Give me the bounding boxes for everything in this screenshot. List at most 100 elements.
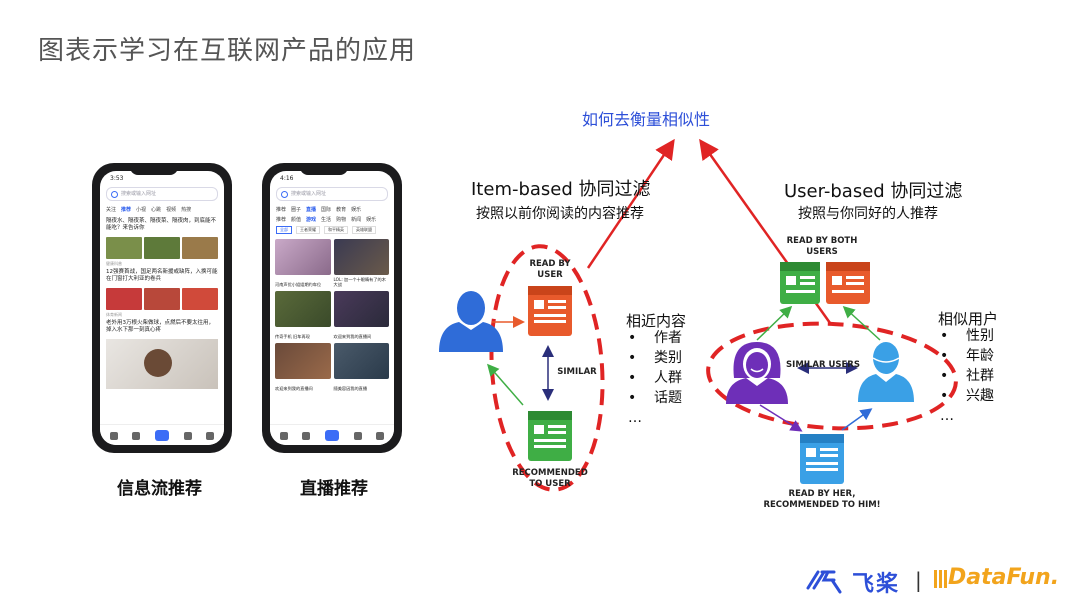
search-input[interactable]: 搜索或输入网址 bbox=[106, 187, 218, 201]
tab-item[interactable]: 娱乐 bbox=[351, 207, 362, 213]
phone-notch bbox=[130, 163, 178, 175]
item-based-subheading: 按照以前你阅读的内容推荐 bbox=[476, 206, 644, 222]
subtab-item[interactable]: 推荐 bbox=[276, 217, 287, 223]
live-card[interactable]: 欢迎来到我的直播间 bbox=[333, 291, 389, 339]
subtab-item[interactable]: 新闻 bbox=[351, 217, 362, 223]
live-grid: 河南声优小姐姐期约车位 LOL: 加一个十眼睛有了的木大战 传奇手机 旧车再现 … bbox=[270, 237, 394, 391]
news-image bbox=[182, 236, 218, 259]
datafun-logo-text: DataFun. bbox=[948, 565, 1060, 590]
doc-recommended-icon bbox=[528, 411, 572, 461]
logo-separator: | bbox=[915, 568, 922, 592]
subtab-item-active[interactable]: 游戏 bbox=[306, 217, 317, 223]
label-read-by-user: READ BY USER bbox=[529, 259, 571, 281]
news-image bbox=[106, 236, 142, 259]
news-meta: 健康科普 bbox=[106, 260, 122, 266]
mic-icon[interactable] bbox=[155, 430, 169, 441]
profile-icon[interactable] bbox=[376, 432, 384, 440]
filter-chip[interactable]: 和平精英 bbox=[324, 226, 348, 234]
center-question: 如何去衡量相似性 bbox=[582, 110, 711, 129]
search-input[interactable]: 搜索或输入网址 bbox=[276, 187, 388, 201]
news-item[interactable]: 隔夜水、隔夜茶、隔夜菜、隔夜肉，到底能不能吃？来告诉你 bbox=[106, 218, 217, 232]
tab-item[interactable]: 视频 bbox=[166, 207, 177, 213]
live-card-title: 随美容因我的直播 bbox=[333, 385, 368, 391]
live-card[interactable]: 传奇手机 旧车再现 bbox=[275, 291, 331, 339]
label-read-by-both: READ BY BOTH USERS bbox=[786, 236, 858, 258]
label-similar: SIMILAR bbox=[557, 367, 597, 377]
home-icon[interactable] bbox=[280, 432, 288, 440]
user-based-heading: User-based 协同过滤 bbox=[784, 181, 963, 202]
tab-item[interactable]: 教育 bbox=[336, 207, 347, 213]
item-list-title: 相近内容 bbox=[626, 312, 687, 330]
live-card-title: 传奇手机 旧车再现 bbox=[275, 333, 310, 339]
phone-caption-live: 直播推荐 bbox=[300, 479, 368, 499]
news-images bbox=[100, 286, 224, 312]
home-icon[interactable] bbox=[110, 432, 118, 440]
feed-tabs: 关注 推荐 小视 心跳 视频 热搜 bbox=[100, 203, 224, 216]
live-card[interactable]: 河南声优小姐姐期约车位 bbox=[275, 239, 331, 287]
phone-screen: 4:16 搜索或输入网址 推荐 圈子 直播 国际 教育 娱乐 推荐 颜值 游戏 … bbox=[270, 171, 394, 445]
arrow-him-reads-both bbox=[842, 305, 881, 341]
filter-chip-active[interactable]: 全部 bbox=[276, 226, 292, 234]
live-card-title: 欢迎来到我的直播间 bbox=[275, 385, 313, 391]
list-item: 兴趣 bbox=[966, 386, 994, 406]
tab-item[interactable]: 关注 bbox=[106, 207, 117, 213]
news-item[interactable]: 12强赛首战，国足两名新援或缺阵，入换可能在门窗打大利亚的卷兵 bbox=[106, 268, 218, 283]
live-card[interactable]: LOL: 加一个十眼睛有了的木大战 bbox=[333, 239, 389, 287]
user-list: 性别 年龄 社群 兴趣 … bbox=[940, 326, 994, 426]
video-icon[interactable] bbox=[132, 432, 140, 440]
subtab-item[interactable]: 颜值 bbox=[291, 217, 302, 223]
arrow-recommend-user bbox=[487, 363, 524, 406]
subtab-item[interactable]: 娱乐 bbox=[366, 217, 377, 223]
filter-chip[interactable]: 王者荣耀 bbox=[296, 226, 320, 234]
list-ellipsis: … bbox=[628, 410, 642, 426]
profile-icon[interactable] bbox=[206, 432, 214, 440]
mic-icon[interactable] bbox=[325, 430, 339, 441]
news-image bbox=[182, 287, 218, 310]
news-item[interactable]: 老外用3万根火柴做球，点燃后不要太往用，掉入水下那一刻真心疼 bbox=[106, 319, 215, 334]
live-card-title: LOL: 加一个十眼睛有了的木大战 bbox=[333, 276, 386, 287]
phone-live: 4:16 搜索或输入网址 推荐 圈子 直播 国际 教育 娱乐 推荐 颜值 游戏 … bbox=[262, 163, 402, 453]
tab-item[interactable]: 推荐 bbox=[276, 207, 287, 213]
video-icon[interactable] bbox=[302, 432, 310, 440]
user-icon bbox=[439, 291, 503, 352]
news-image bbox=[144, 287, 180, 310]
live-card-title: 欢迎来到我的直播间 bbox=[333, 333, 372, 339]
subtab-item[interactable]: 生活 bbox=[321, 217, 332, 223]
news-video-thumb[interactable] bbox=[106, 338, 218, 389]
status-time: 3:53 bbox=[110, 175, 124, 182]
item-based-heading: Item-based 协同过滤 bbox=[471, 179, 651, 200]
slide-title: 图表示学习在互联网产品的应用 bbox=[38, 36, 417, 66]
user-based-subheading: 按照与你同好的人推荐 bbox=[798, 206, 938, 222]
arrow-recommend-him bbox=[841, 408, 873, 431]
phone-caption-feed: 信息流推荐 bbox=[117, 479, 202, 499]
list-item: 话题 bbox=[654, 388, 682, 408]
tab-item-active[interactable]: 直播 bbox=[306, 207, 317, 213]
discover-icon[interactable] bbox=[354, 432, 362, 440]
filter-chip[interactable]: 英雄联盟 bbox=[352, 226, 376, 234]
phone-screen: 3:53 搜索或输入网址 关注 推荐 小视 心跳 视频 热搜 隔夜水、隔夜茶、隔… bbox=[100, 171, 224, 445]
list-item: 性别 bbox=[966, 326, 994, 346]
live-filters: 全部 王者荣耀 和平精英 英雄联盟 bbox=[270, 226, 394, 237]
ball-image bbox=[144, 348, 172, 377]
tab-item[interactable]: 小视 bbox=[136, 207, 147, 213]
list-item: 作者 bbox=[654, 328, 682, 348]
list-item: 人群 bbox=[654, 368, 682, 388]
tab-item[interactable]: 热搜 bbox=[181, 207, 192, 213]
live-card-title: 河南声优小姐姐期约车位 bbox=[275, 281, 322, 287]
tab-item[interactable]: 圈子 bbox=[291, 207, 302, 213]
tab-item[interactable]: 心跳 bbox=[151, 207, 162, 213]
doc-both-green-icon bbox=[780, 262, 820, 304]
tab-item-active[interactable]: 推荐 bbox=[121, 207, 132, 213]
doc-both-orange-icon bbox=[826, 262, 870, 304]
label-read-by-her: READ BY HER, RECOMMENDED TO HIM! bbox=[763, 489, 881, 511]
list-item: 年龄 bbox=[966, 346, 994, 366]
live-card[interactable]: 随美容因我的直播 bbox=[333, 343, 389, 391]
phone-feed: 3:53 搜索或输入网址 关注 推荐 小视 心跳 视频 热搜 隔夜水、隔夜茶、隔… bbox=[92, 163, 232, 453]
tab-item[interactable]: 国际 bbox=[321, 207, 332, 213]
subtab-item[interactable]: 购物 bbox=[336, 217, 347, 223]
live-card[interactable]: 欢迎来到我的直播间 bbox=[275, 343, 331, 391]
male-user-icon bbox=[858, 342, 914, 402]
discover-icon[interactable] bbox=[184, 432, 192, 440]
arrow-her-reads bbox=[759, 404, 803, 432]
datafun-logo-icon bbox=[934, 570, 948, 588]
